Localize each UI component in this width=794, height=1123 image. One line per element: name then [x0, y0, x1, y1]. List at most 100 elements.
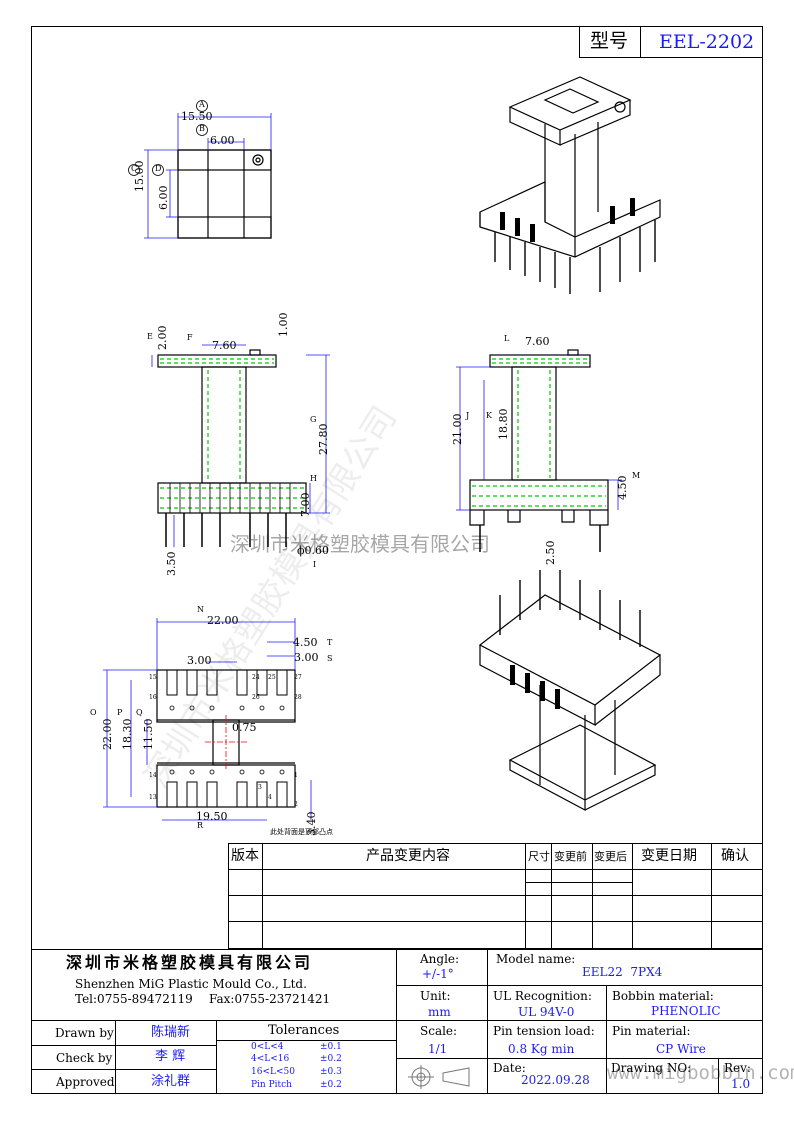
dim-T: 4.50: [293, 636, 318, 649]
drawing-no-label: Drawing NO:: [611, 1061, 692, 1075]
label-F: F: [187, 333, 193, 342]
pin-num: 4: [268, 794, 272, 801]
dim-R: 19.50: [196, 810, 228, 823]
label-O: O: [90, 708, 97, 717]
tb-vline: [606, 985, 607, 1094]
rev-header-content: 产品变更内容: [366, 848, 450, 864]
label-B: B: [199, 124, 205, 133]
label-S: S: [327, 654, 333, 663]
tb-vline: [718, 1058, 719, 1094]
bottom-view-drawing: [103, 618, 312, 821]
model-header-divider: [640, 26, 641, 58]
bottom-note: 此处背面是顶部凸点: [270, 828, 333, 836]
label-D: D: [155, 164, 162, 173]
pin-num: 3: [258, 784, 262, 791]
watermark-url: www.migbobbin.com: [607, 1062, 794, 1084]
projection-symbol-icon: [408, 1065, 470, 1089]
tb-hline: [216, 1040, 396, 1041]
label-P: P: [117, 708, 123, 717]
angle-label: Angle:: [420, 952, 460, 966]
tb-hline: [396, 1058, 763, 1059]
tb-vline: [216, 1020, 217, 1094]
front-view-drawing: [151, 344, 330, 547]
tol-value: ±0.3: [320, 1067, 342, 1077]
company-tel: Tel:0755-89472119: [75, 992, 193, 1006]
dim-P: 18.30: [121, 718, 134, 751]
isometric-view-bottom: [478, 570, 662, 811]
tb-hline: [396, 985, 763, 986]
approved-label: Approved: [56, 1075, 115, 1089]
model-header-box: [579, 26, 763, 58]
top-view-drawing: [128, 100, 272, 239]
drawn-by-name: 陈瑞新: [151, 1025, 191, 1040]
rev-header-date: 变更日期: [641, 848, 697, 864]
rev-vline: [551, 843, 552, 949]
scale-value: 1/1: [428, 1042, 448, 1056]
ul-label: UL Recognition:: [493, 989, 592, 1003]
rev-hline: [228, 869, 763, 870]
pin-num: 2: [294, 801, 298, 808]
watermark-company: 深圳市米格塑胶模具有限公司: [230, 532, 490, 556]
label-Q: Q: [136, 708, 143, 717]
label-A: A: [199, 100, 205, 109]
label-C: C: [131, 164, 138, 173]
company-cn: 深圳市米格塑胶模具有限公司: [66, 953, 314, 972]
pin-material-label: Pin material:: [612, 1024, 691, 1038]
rev-vline: [262, 843, 263, 949]
pin-num: 15: [149, 674, 157, 681]
tb-vline: [487, 949, 488, 1094]
dim-pitch: 3.00: [187, 654, 212, 667]
rev-header-dimension: 尺寸: [528, 850, 550, 863]
pin-num: 26: [252, 694, 260, 701]
tb-vline: [115, 1020, 116, 1094]
revision-table: [228, 843, 763, 949]
approved-name: 涂礼群: [151, 1074, 191, 1089]
check-by-label: Check by: [56, 1051, 113, 1065]
dim-A: 15.50: [181, 110, 213, 123]
dim-L: 7.60: [525, 335, 550, 348]
model-name-value: EEL22 7PX4: [582, 965, 663, 979]
dim-M: 4.50: [616, 475, 629, 501]
model-code: EEL-2202: [659, 31, 755, 53]
tol-value: ±0.2: [320, 1080, 342, 1090]
dim-slot: 0.75: [232, 721, 257, 734]
pin-num: 28: [294, 694, 302, 701]
pin-num: 27: [294, 674, 302, 681]
dim-D: 6.00: [157, 185, 170, 211]
dim-F: 7.60: [212, 339, 237, 352]
rev-vline: [711, 843, 712, 949]
scale-label: Scale:: [420, 1024, 458, 1038]
unit-value: mm: [428, 1005, 451, 1019]
rev-header-before: 变更前: [554, 850, 587, 863]
check-by-name: 李 辉: [155, 1049, 186, 1064]
angle-value: +/-1°: [422, 967, 454, 981]
dim-pin-diameter: ϕ0.60: [297, 544, 329, 557]
rev-vline: [525, 843, 526, 949]
tol-range: 16<L<50: [251, 1067, 295, 1077]
tb-hline: [31, 1069, 216, 1070]
dim-O: 22.00: [101, 718, 114, 751]
tolerances-title: Tolerances: [268, 1023, 340, 1038]
rev-header-confirm: 确认: [721, 848, 749, 864]
dim-S: 3.00: [294, 651, 319, 664]
drawing-frame: [31, 26, 763, 1094]
company-en: Shenzhen MiG Plastic Mould Co., Ltd.: [75, 977, 307, 991]
label-J: J: [466, 411, 470, 420]
pin-num: 24: [252, 674, 260, 681]
label-G: G: [310, 415, 317, 424]
model-name-label: Model name:: [496, 952, 576, 966]
ul-value: UL 94V-0: [518, 1005, 575, 1019]
rev-label: Rev:: [724, 1061, 751, 1075]
dim-B: 6.00: [210, 134, 235, 147]
unit-label: Unit:: [420, 989, 451, 1003]
dim-1-00: 1.00: [277, 312, 290, 338]
tol-range: 0<L<4: [251, 1042, 284, 1052]
drawn-by-label: Drawn by: [55, 1026, 114, 1040]
label-K: K: [486, 411, 492, 420]
tb-vline: [396, 949, 397, 1094]
dim-N: 22.00: [207, 614, 239, 627]
pin-num: 16: [149, 694, 157, 701]
label-T: T: [327, 638, 333, 647]
label-M: M: [632, 471, 641, 480]
date-label: Date:: [493, 1061, 526, 1075]
